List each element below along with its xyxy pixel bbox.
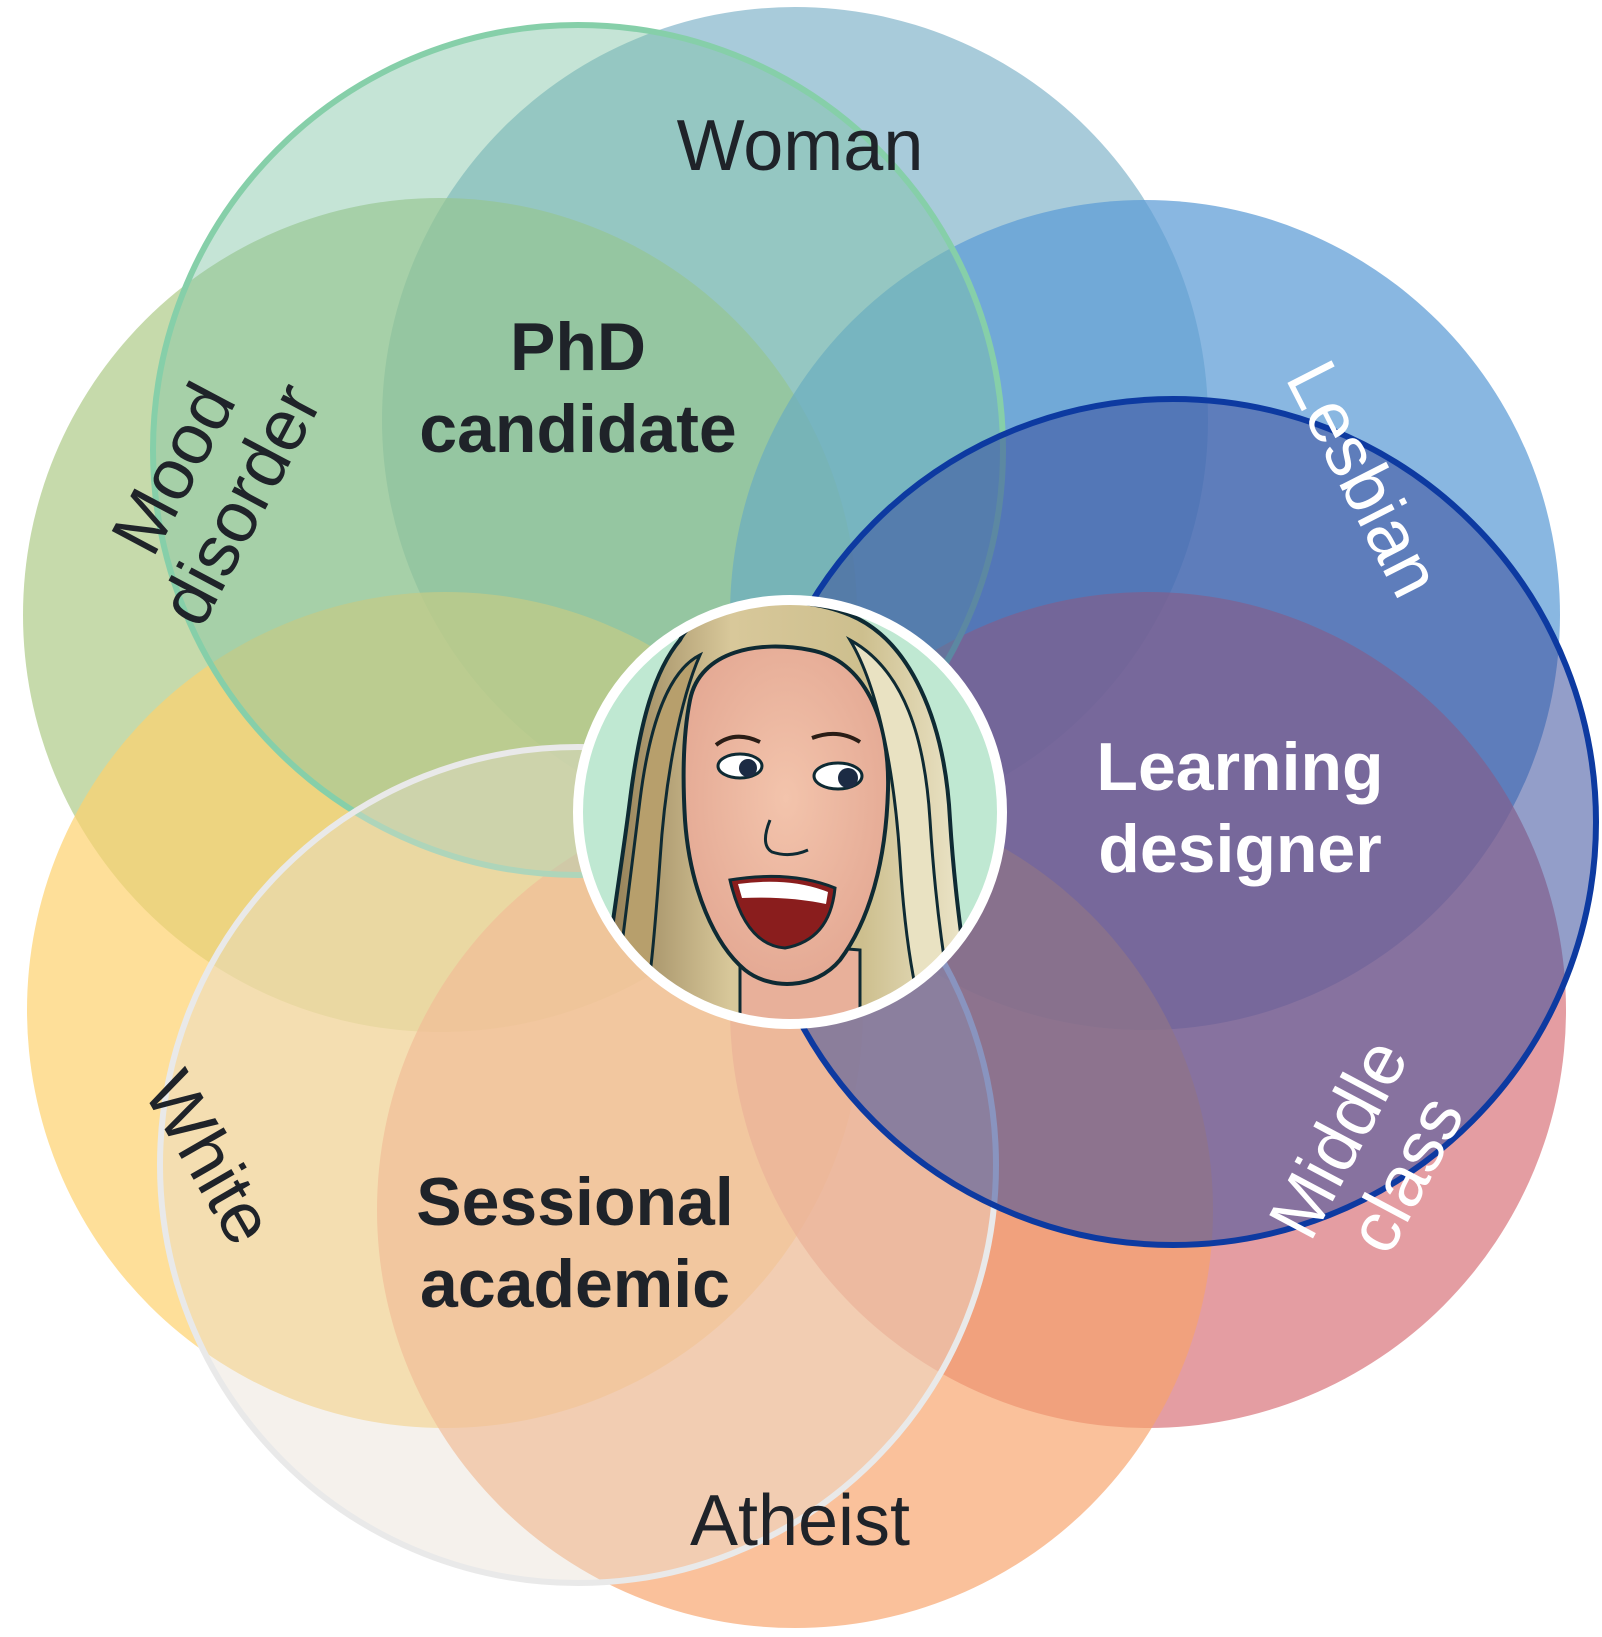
label-line: designer xyxy=(1098,811,1381,887)
label-line: Woman xyxy=(677,106,924,186)
label-line: PhD xyxy=(510,309,646,385)
label-atheist: Atheist xyxy=(690,1481,910,1561)
label-line: academic xyxy=(420,1246,730,1322)
label-woman: Woman xyxy=(677,106,924,186)
center-avatar xyxy=(573,595,1007,1029)
label-line: Sessional xyxy=(416,1164,734,1240)
label-line: Atheist xyxy=(690,1481,910,1561)
label-line: candidate xyxy=(419,391,736,467)
avatar-ring xyxy=(573,595,1007,1029)
label-line: Learning xyxy=(1096,729,1383,805)
